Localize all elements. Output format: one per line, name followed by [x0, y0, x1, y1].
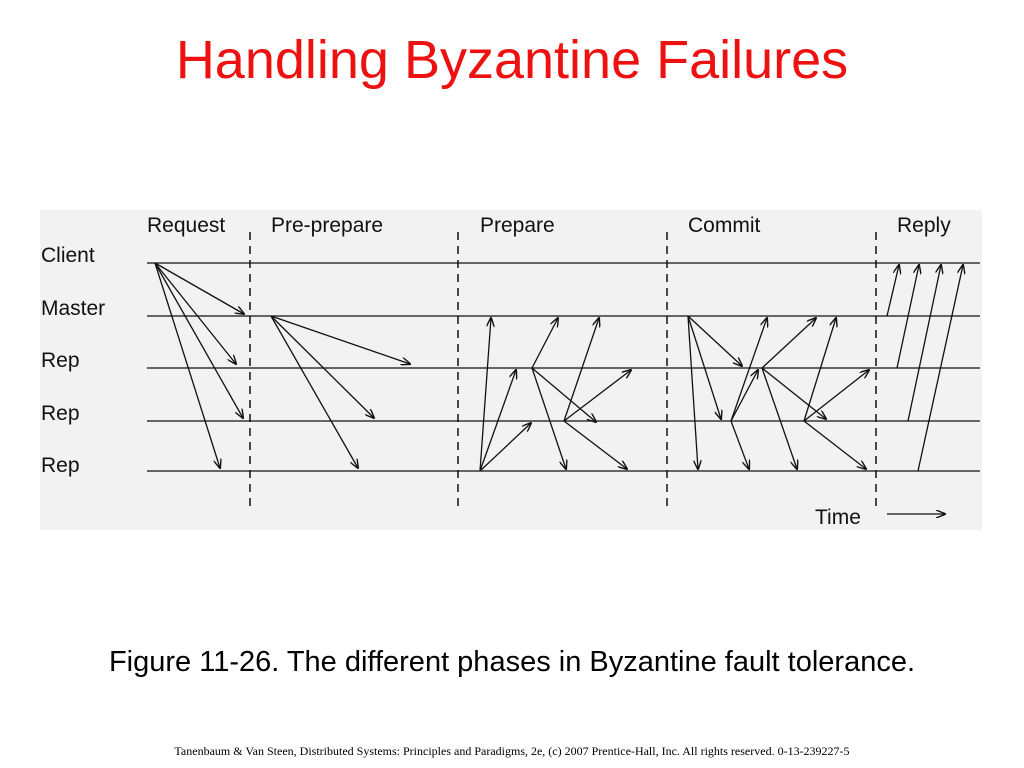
prepare-arrow [563, 318, 599, 422]
commit-arrow [761, 367, 797, 469]
request-arrow [154, 262, 243, 418]
pre-prepare-arrow [270, 315, 358, 468]
phase-label-commit: Commit [688, 214, 760, 237]
row-label-rep-3: Rep [41, 454, 80, 477]
commit-arrow [761, 367, 826, 419]
reply-arrow [886, 265, 899, 317]
prepare-arrow [563, 420, 627, 469]
phase-label-reply: Reply [897, 214, 951, 237]
time-label: Time [815, 506, 861, 529]
prepare-arrow [479, 370, 516, 472]
request-arrow [154, 262, 236, 364]
row-label-client: Client [41, 244, 95, 267]
slide-title: Handling Byzantine Failures [175, 30, 849, 90]
commit-arrow [803, 318, 836, 422]
commit-arrow [730, 420, 749, 469]
phase-label-request: Request [147, 214, 225, 237]
pre-prepare-arrow [270, 315, 374, 418]
figure-caption: Figure 11-26. The different phases in By… [108, 646, 916, 678]
prepare-arrow [531, 367, 566, 469]
row-label-master: Master [41, 297, 105, 320]
commit-arrow [761, 318, 816, 369]
request-arrow [154, 262, 220, 468]
prepare-arrow [479, 423, 531, 472]
prepare-arrow [531, 367, 596, 422]
prepare-arrow [563, 370, 631, 422]
copyright-footer: Tanenbaum & Van Steen, Distributed Syste… [174, 744, 850, 758]
commit-arrow [803, 370, 869, 422]
commit-arrow [687, 315, 742, 366]
prepare-arrow [479, 318, 491, 472]
phase-label-prepare: Prepare [480, 214, 555, 237]
reply-arrow [907, 265, 941, 422]
row-label-rep-2: Rep [41, 402, 80, 425]
reply-arrow [896, 265, 919, 369]
commit-arrow [687, 315, 721, 419]
commit-arrow [687, 315, 698, 469]
commit-arrow [730, 318, 767, 422]
commit-arrow [803, 420, 866, 469]
request-arrow [154, 262, 244, 314]
row-label-rep-1: Rep [41, 349, 80, 372]
pre-prepare-arrow [270, 315, 410, 364]
phase-label-pre-prepare: Pre-prepare [271, 214, 383, 237]
reply-arrow [917, 265, 963, 472]
commit-arrow [730, 370, 758, 422]
prepare-arrow [531, 318, 558, 369]
